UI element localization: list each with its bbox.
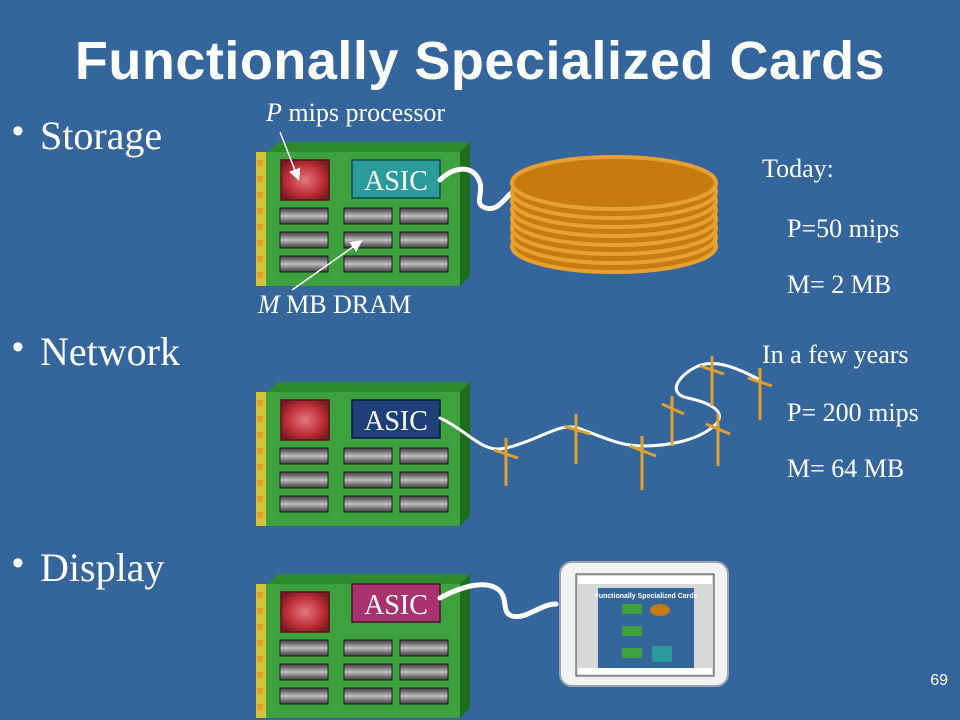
processor-text: mips processor [281,98,446,127]
bullet-label-network: Network [40,329,180,374]
slide-title: Functionally Specialized Cards [74,31,886,91]
today-p-line: P=50 mips [787,214,900,243]
display-cable [437,582,559,620]
bullet-display: • Display [12,544,164,591]
bullet-storage: • Storage [12,112,162,159]
bullet-dot: • [12,112,24,150]
storage-cable [437,166,519,212]
processor-var: P [266,98,282,127]
network-poles [493,356,773,490]
asic-label: ASIC [364,166,428,197]
processor-callout: P mips processor [266,98,445,128]
asic-label: ASIC [364,590,428,621]
bullet-network: • Network [12,328,180,375]
thumbnail-title: Functionally Specialized Cards [594,593,697,600]
asic-chip [351,399,441,439]
display-card: ASIC [255,573,471,719]
asic-chip [351,583,441,623]
asic-label: ASIC [364,406,428,437]
dram-text: MB DRAM [279,290,412,319]
dram-callout: M MB DRAM [258,290,411,320]
future-m-line: M= 64 MB [787,454,905,483]
network-card: ASIC [255,381,471,527]
dram-var: M [258,290,280,319]
future-p-line: P= 200 mips [787,398,919,427]
monitor-icon: Functionally Specialized Cards [559,561,729,687]
today-heading: Today: [762,154,834,183]
bullet-dot: • [12,544,24,582]
future-heading: In a few years [762,340,909,369]
bullet-label-storage: Storage [40,113,163,158]
bullet-label-display: Display [40,545,165,590]
storage-card: ASIC [255,141,471,287]
today-m-line: M= 2 MB [787,270,892,299]
asic-chip [351,159,441,199]
processor-arrow [279,131,301,181]
dram-arrow [291,240,363,291]
page-number: 69 [930,672,948,689]
bullet-dot: • [12,328,24,366]
disk-stack-icon [510,155,718,274]
